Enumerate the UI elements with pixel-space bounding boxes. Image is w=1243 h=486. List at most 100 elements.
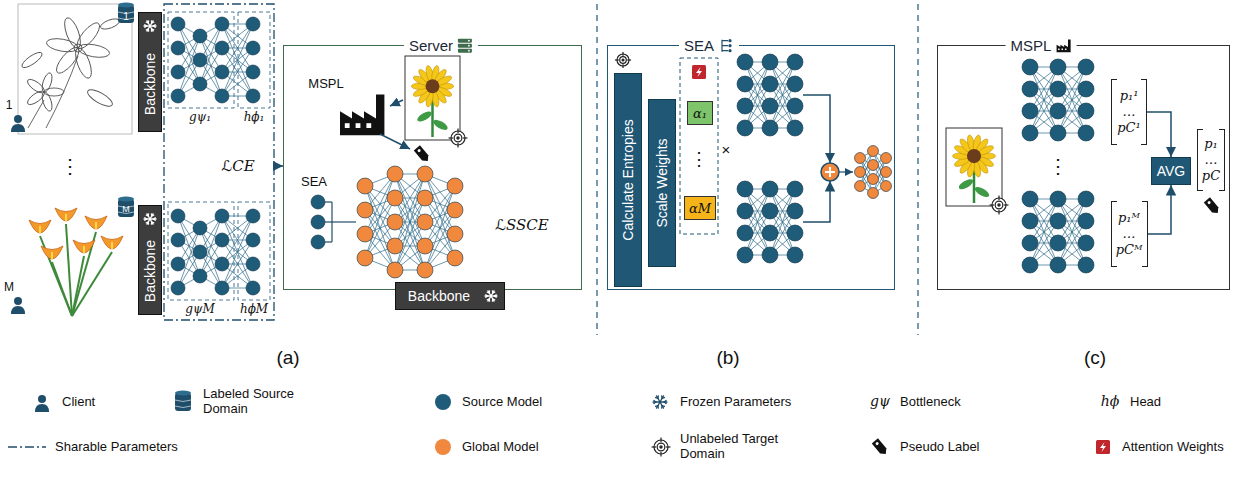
- connector: [1148, 185, 1172, 234]
- vector-entry: pCᴹ: [1116, 242, 1143, 258]
- neuron: [737, 76, 753, 92]
- frozen-icon: [143, 19, 157, 33]
- neuron: [762, 120, 778, 136]
- snowflake-tick: [145, 26, 147, 27]
- snowflake-tick: [154, 218, 156, 219]
- legend-text: Source Model: [462, 395, 542, 410]
- neuron: [215, 89, 229, 103]
- target-cross: [622, 52, 623, 56]
- neuron: [246, 209, 260, 223]
- snowflake-tick: [664, 400, 666, 402]
- network-link: [770, 189, 795, 255]
- neuron: [171, 257, 185, 271]
- image-frame: [946, 128, 1002, 206]
- snowflake-icon: [144, 214, 156, 224]
- box-label: α₁: [693, 106, 707, 121]
- neuron: [1078, 125, 1094, 141]
- network-link: [770, 62, 795, 128]
- network-link: [1058, 199, 1086, 265]
- neuron: [1050, 235, 1066, 251]
- neuron: [1078, 81, 1094, 97]
- client-index: M: [122, 205, 130, 215]
- network-link: [395, 174, 425, 246]
- neuron: [1022, 59, 1038, 75]
- sketch-center: [74, 44, 82, 52]
- vector-entry: …: [1123, 226, 1136, 242]
- snowflake-arm: [488, 291, 491, 296]
- stem: [72, 252, 112, 316]
- legend-text: Head: [1130, 395, 1161, 410]
- network-link: [395, 198, 425, 270]
- neuron: [762, 54, 778, 70]
- sharable-outline: [164, 4, 274, 320]
- snowflake-tick: [146, 22, 148, 24]
- flower-center: [967, 149, 981, 163]
- sea-weight: [311, 235, 325, 249]
- neuron: [357, 226, 373, 242]
- server-led: [468, 39, 470, 41]
- neuron: [737, 225, 753, 241]
- snowflake-tick: [148, 222, 150, 224]
- vector-entry: …: [1123, 104, 1136, 120]
- legend-symbol: hϕ: [1101, 394, 1120, 409]
- flower-trumpet: [41, 246, 63, 259]
- target-ring: [657, 443, 665, 451]
- legend-text: Sharable Parameters: [55, 440, 178, 455]
- legend-text: Unlabeled Target Domain: [680, 432, 800, 462]
- neuron: [1078, 213, 1094, 229]
- factory-window: [366, 123, 371, 128]
- snowflake-arm: [488, 296, 491, 301]
- network-link: [222, 216, 253, 288]
- flower-trumpet: [29, 220, 51, 233]
- target-cross: [998, 210, 999, 215]
- target-cross: [457, 129, 458, 134]
- box-label: Backbone: [408, 288, 470, 304]
- orange-flowers-image: [29, 208, 123, 316]
- neuron: [762, 76, 778, 92]
- client-head: [14, 115, 22, 123]
- alpha-weight: αM: [684, 196, 716, 220]
- box-label: AVG: [1157, 163, 1186, 179]
- panel-title: SEA: [684, 37, 714, 54]
- client-body: [35, 404, 49, 412]
- network-link: [1030, 199, 1058, 265]
- neuron: [171, 281, 185, 295]
- snowflake-arm: [150, 21, 153, 26]
- neuron: [1022, 235, 1038, 251]
- vector-entry: …: [1205, 152, 1218, 168]
- sketch-leaf: [20, 50, 44, 70]
- neuron: [193, 29, 207, 43]
- target-cross: [660, 438, 661, 443]
- multiply-sign: ×: [722, 142, 731, 159]
- snowflake-tick: [495, 295, 497, 296]
- neuron: [193, 269, 207, 283]
- database-body: [118, 199, 134, 217]
- neuron: [215, 257, 229, 271]
- server-rack: [458, 48, 472, 52]
- sketch-flower-image: [18, 4, 132, 134]
- vector-entry: pC: [1202, 168, 1220, 184]
- neuron: [246, 257, 260, 271]
- snowflake-arm: [150, 26, 153, 31]
- legend-symbol: gψ: [870, 394, 890, 409]
- title-icon: [1055, 37, 1071, 53]
- neuron: [1050, 125, 1066, 141]
- factory-window: [356, 123, 361, 128]
- neuron: [417, 190, 433, 206]
- neuron: [1078, 235, 1094, 251]
- target-icon: [449, 129, 468, 148]
- tag-hole: [875, 441, 879, 445]
- database-top: [175, 391, 191, 396]
- legend-text: Global Model: [462, 440, 539, 455]
- target-cross: [998, 196, 999, 201]
- sea-panel: SEACalculate EntropiesScale Weightsα₁αM: [607, 45, 895, 290]
- snowflake-tick: [152, 22, 154, 24]
- target-icon: [990, 196, 1009, 215]
- neuron: [1050, 213, 1066, 229]
- snowflake-arm: [657, 402, 661, 408]
- flower-trumpet: [55, 208, 77, 221]
- snowflake-arm: [150, 219, 153, 224]
- neuron: [1022, 103, 1038, 119]
- snowflake-tick: [152, 28, 154, 30]
- neuron: [787, 247, 803, 263]
